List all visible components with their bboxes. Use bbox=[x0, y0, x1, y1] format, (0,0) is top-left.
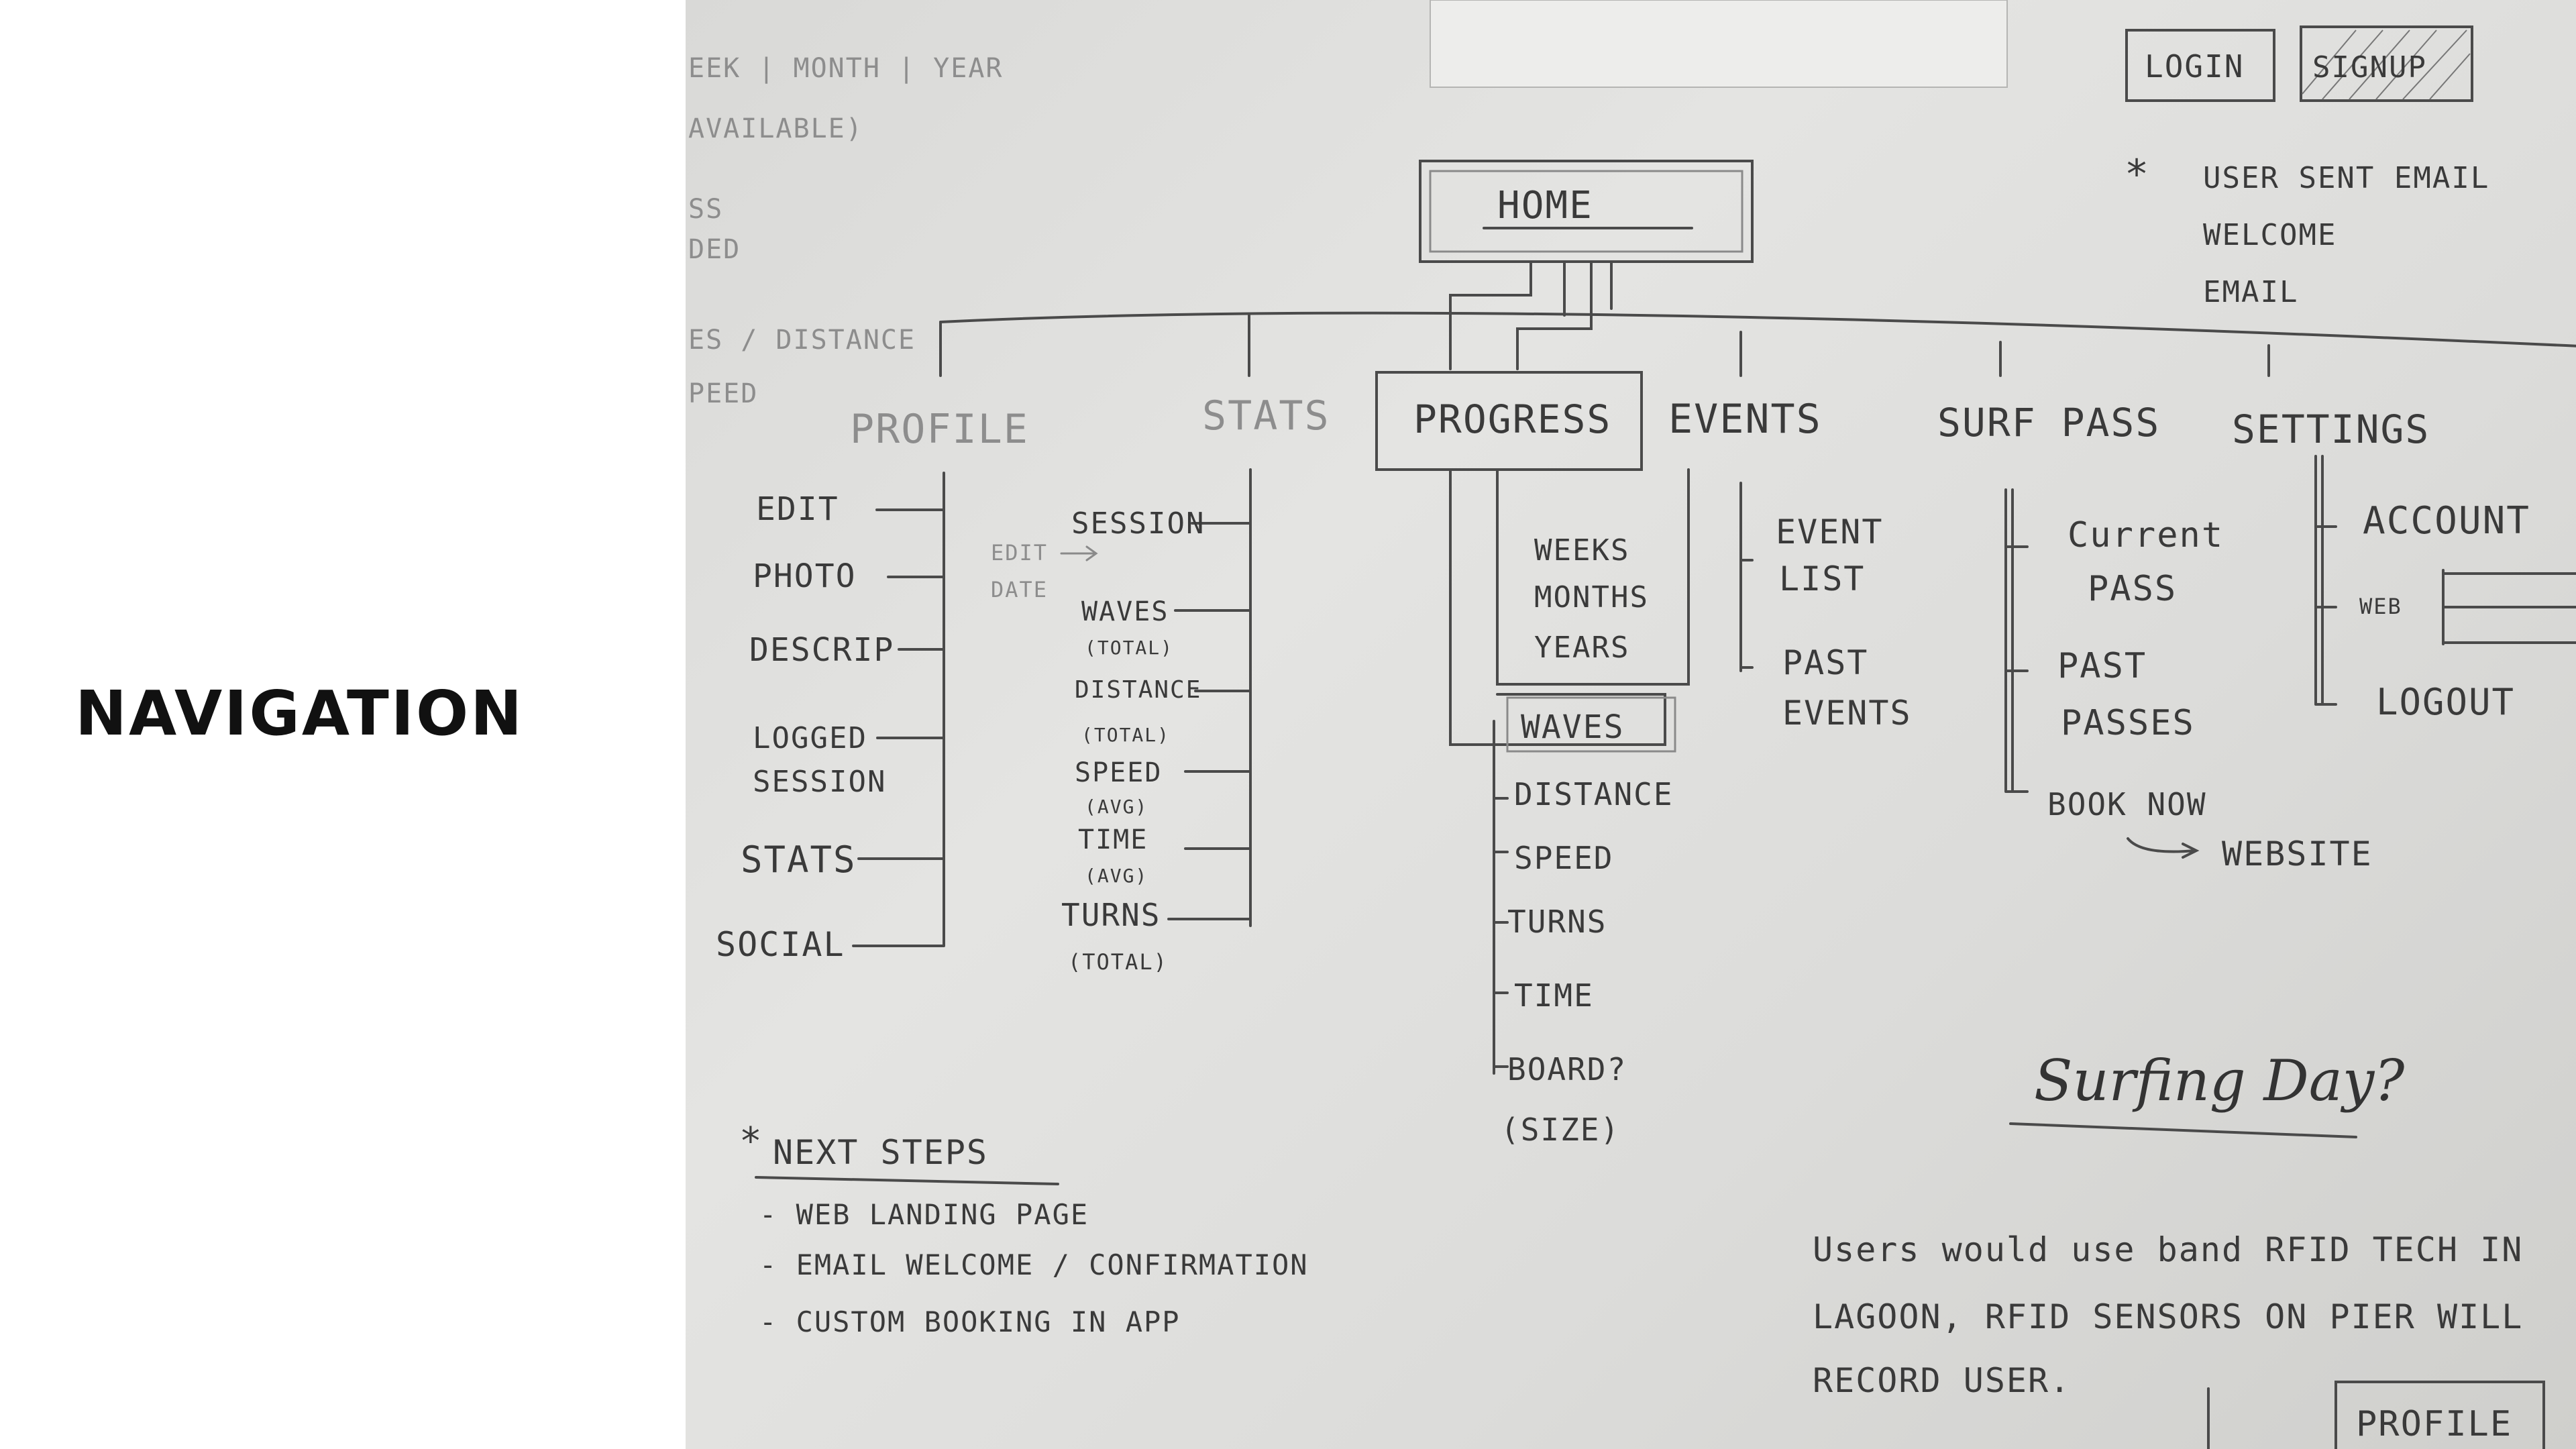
next-steps-marker: * bbox=[739, 1120, 763, 1163]
slide-title: NAVIGATION bbox=[75, 678, 524, 749]
progress-item-size: (SIZE) bbox=[1501, 1112, 1620, 1148]
profile-box-label: PROFILE bbox=[2356, 1404, 2512, 1444]
profile-item-social: SOCIAL bbox=[716, 925, 845, 964]
asterisk-icon: * bbox=[2125, 151, 2150, 198]
sitemap-sketch: EEK | MONTH | YEAR AVAILABLE) SS DED ES … bbox=[686, 0, 2576, 1449]
events-item-list: LIST bbox=[1779, 559, 1865, 598]
stats-item-speed: SPEED bbox=[1075, 757, 1162, 788]
surfpass-item-current: Current bbox=[2068, 515, 2224, 555]
signup-note-2: WELCOME bbox=[2203, 218, 2337, 252]
rfid-note-2: LAGOON, RFID SENSORS ON PIER WILL bbox=[1813, 1297, 2523, 1336]
profile-item-stats: STATS bbox=[741, 839, 857, 881]
nav-events: EVENTS bbox=[1668, 396, 1822, 443]
events-item-events: EVENTS bbox=[1782, 694, 1912, 733]
progress-item-time: TIME bbox=[1514, 977, 1594, 1014]
next-step-3: - CUSTOM BOOKING IN APP bbox=[759, 1305, 1181, 1338]
progress-item-weeks: WEEKS bbox=[1534, 533, 1629, 568]
nav-stats: STATS bbox=[1202, 392, 1330, 439]
profile-item-edit: EDIT bbox=[756, 490, 839, 528]
left-note-3: SS bbox=[688, 194, 723, 225]
signup-note-1: USER SENT EMAIL bbox=[2203, 161, 2489, 195]
profile-item-descrip: DESCRIP bbox=[749, 631, 894, 669]
settings-item-account: ACCOUNT bbox=[2363, 499, 2530, 543]
progress-item-distance: DISTANCE bbox=[1514, 776, 1674, 812]
home-label: HOME bbox=[1497, 184, 1593, 227]
events-item-past: PAST bbox=[1782, 643, 1868, 682]
events-item-event: EVENT bbox=[1776, 513, 1884, 551]
stats-item-turns-total: (TOTAL) bbox=[1068, 949, 1168, 975]
sketch-photo: EEK | MONTH | YEAR AVAILABLE) SS DED ES … bbox=[686, 0, 2576, 1449]
stats-item-time-avg: (AVG) bbox=[1085, 865, 1148, 887]
progress-item-months: MONTHS bbox=[1534, 580, 1649, 614]
profile-item-photo: PHOTO bbox=[753, 557, 857, 595]
stats-item-session: SESSION bbox=[1071, 506, 1205, 541]
stats-item-waves: WAVES bbox=[1081, 596, 1169, 627]
nav-settings: SETTINGS bbox=[2232, 407, 2430, 452]
progress-item-board: BOARD? bbox=[1507, 1051, 1627, 1087]
left-note-1: EEK | MONTH | YEAR bbox=[688, 53, 1003, 84]
signup-label: SIGNUP bbox=[2312, 50, 2427, 85]
surfpass-item-pass: PASS bbox=[2088, 569, 2177, 609]
rfid-note-1: Users would use band RFID TECH IN bbox=[1813, 1230, 2523, 1269]
progress-item-years: YEARS bbox=[1534, 631, 1629, 665]
surfpass-item-website: WEBSITE bbox=[2222, 835, 2373, 873]
next-steps-title: NEXT STEPS bbox=[773, 1133, 988, 1172]
nav-progress: PROGRESS bbox=[1413, 396, 1611, 442]
login-label: LOGIN bbox=[2145, 48, 2244, 85]
stats-item-turns: TURNS bbox=[1061, 897, 1161, 933]
stats-item-distance: DISTANCE bbox=[1075, 676, 1201, 704]
signup-note-3: EMAIL bbox=[2203, 275, 2298, 309]
surfing-day-note: Surfing Day? bbox=[2034, 1048, 2405, 1114]
stats-item-waves-total: (TOTAL) bbox=[1085, 637, 1173, 659]
stats-item-distance-total: (TOTAL) bbox=[1081, 724, 1170, 746]
settings-item-web: WEB bbox=[2359, 594, 2402, 619]
profile-item-logged: LOGGED bbox=[753, 721, 867, 755]
next-step-2: - EMAIL WELCOME / CONFIRMATION bbox=[759, 1248, 1309, 1281]
next-step-1: - WEB LANDING PAGE bbox=[759, 1198, 1089, 1231]
profile-item-session: SESSION bbox=[753, 765, 886, 799]
settings-item-logout: LOGOUT bbox=[2376, 681, 2515, 723]
progress-item-turns: TURNS bbox=[1507, 904, 1607, 940]
left-note-6: PEED bbox=[688, 378, 758, 409]
progress-item-waves: WAVES bbox=[1521, 708, 1625, 746]
rfid-note-3: RECORD USER. bbox=[1813, 1361, 2071, 1400]
progress-item-speed: SPEED bbox=[1514, 840, 1613, 876]
tape-strip bbox=[1430, 0, 2007, 87]
edit-date-2: DATE bbox=[991, 577, 1048, 602]
nav-surf-pass: SURF PASS bbox=[1937, 400, 2160, 445]
left-note-2: AVAILABLE) bbox=[688, 113, 863, 144]
surfpass-item-passes: PASSES bbox=[2061, 703, 2195, 743]
edit-date-1: EDIT bbox=[991, 540, 1048, 566]
stats-item-time: TIME bbox=[1078, 824, 1148, 855]
surfpass-item-past: PAST bbox=[2057, 646, 2147, 686]
left-note-5: ES / DISTANCE bbox=[688, 325, 916, 356]
left-note-4: DED bbox=[688, 234, 741, 265]
nav-profile: PROFILE bbox=[850, 406, 1029, 453]
stats-item-speed-avg: (AVG) bbox=[1085, 796, 1148, 818]
surfpass-item-book-now: BOOK NOW bbox=[2047, 786, 2207, 822]
